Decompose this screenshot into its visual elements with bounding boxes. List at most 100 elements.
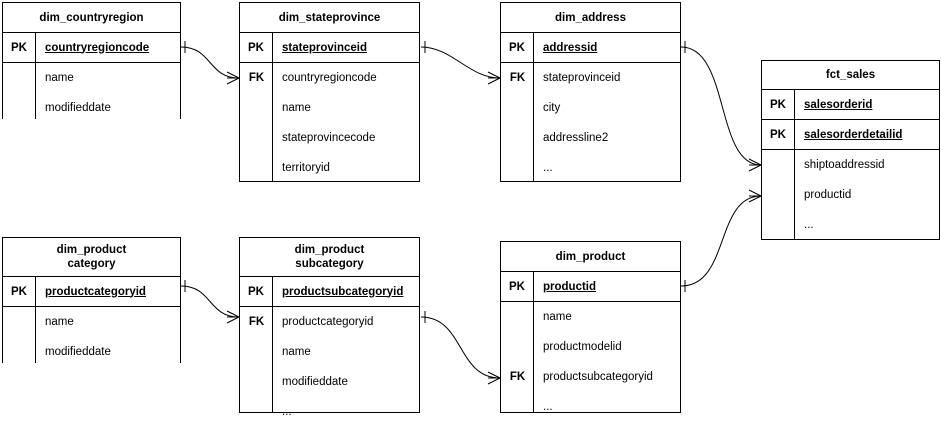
entity-title-line: dim_countryregion [39,11,144,24]
key-row-pk: PK salesorderdetailid [762,120,939,150]
key-tag-fk: FK [509,72,526,84]
entity-title-line: dim_product [294,244,365,256]
entity-dim-countryregion[interactable]: dim_countryregion PK countryregioncode n… [2,2,181,119]
entity-dim-stateprovince[interactable]: dim_stateprovince PK stateprovinceid FK … [239,2,420,182]
key-name-stateprovinceid: stateprovinceid [273,33,419,62]
pk-field-label: salesorderid [804,98,873,111]
attribute-item: ... [543,162,553,174]
attribute-list: shiptoaddressid productid ... [795,150,939,239]
attribute-key-column [3,307,36,363]
key-name-salesorderid: salesorderid [795,90,939,119]
key-tag-pk: PK [762,120,795,149]
key-row-pk: PK salesorderid [762,90,939,120]
crowsfoot-subcategory [226,310,240,324]
attribute-item: ... [282,406,292,418]
attribute-item: productcategoryid [282,316,374,328]
pk-field-label: stateprovinceid [282,41,367,54]
entity-title-dim-address: dim_address [501,3,680,33]
attribute-block: name modifieddate [3,307,180,363]
entity-title-line: dim_product [56,244,127,256]
key-row-pk: PK countryregioncode [3,33,180,63]
attribute-item: ... [543,401,553,413]
entity-title-line: dim_address [555,11,626,24]
attribute-item: addressline2 [543,132,609,144]
pk-field-label: productcategoryid [45,285,146,298]
key-tag-pk: PK [3,33,36,62]
attribute-item: modifieddate [45,346,111,358]
entity-fct-sales[interactable]: fct_sales PK salesorderid PK salesorderd… [761,60,940,240]
attribute-list: countryregioncode name stateprovincecode… [273,63,419,181]
key-row-pk: PK addressid [501,33,680,63]
attribute-key-column: FK [501,63,534,181]
key-row-pk: PK productsubcategoryid [240,277,419,307]
attribute-block: FK name productmodelid productsubcategor… [501,302,680,413]
attribute-key-column: FK [240,307,273,412]
key-tag-pk: PK [501,272,534,301]
attribute-item: territoryid [282,162,330,174]
key-tag-pk: PK [762,90,795,119]
entity-title-dim-product: dim_product [501,242,680,272]
attribute-item: name [282,346,311,358]
attribute-key-column: FK [240,63,273,181]
crowsfoot-product-subcategoryid [487,371,501,385]
pk-field-label: countryregioncode [45,41,150,54]
attribute-item: name [543,311,572,323]
attribute-list: name modifieddate [36,307,180,363]
entity-dim-productsubcategory[interactable]: dim_product subcategory PK productsubcat… [239,237,420,418]
key-tag-pk: PK [240,277,273,306]
entity-title-dim-productsubcategory: dim_product subcategory [240,238,419,277]
relationship-line-address-salesorder [680,46,762,166]
attribute-block: shiptoaddressid productid ... [762,150,939,239]
crowsfoot-fctsales-productid [748,189,762,203]
pk-field-label: productsubcategoryid [282,285,404,298]
attribute-list: stateprovinceid city addressline2 ... [534,63,680,181]
key-row-pk: PK productcategoryid [3,277,180,307]
relationship-line-subcategory-product [420,316,501,379]
pk-field-label: salesorderdetailid [804,128,903,141]
key-name-productid: productid [534,272,680,301]
key-name-countryregioncode: countryregioncode [36,33,180,62]
attribute-list: name modifieddate [36,63,180,119]
attribute-item: productid [804,189,852,201]
entity-dim-address[interactable]: dim_address PK addressid FK stateprovinc… [500,2,681,182]
attribute-item: stateprovincecode [282,132,376,144]
pk-field-label: addressid [543,41,598,54]
key-name-productsubcategoryid: productsubcategoryid [273,277,419,306]
attribute-block: FK countryregioncode name stateprovincec… [240,63,419,181]
attribute-list: name productmodelid productsubcategoryid… [534,302,680,413]
attribute-key-column [3,63,36,119]
attribute-list: productcategoryid name modifieddate ... [273,307,419,418]
entity-title-line: subcategory [295,258,364,270]
entity-title-dim-countryregion: dim_countryregion [3,3,180,33]
key-tag-fk: FK [248,316,265,328]
relationship-line-product-salesorder [680,195,762,287]
crowsfoot-fctsales-shiptoaddress [748,158,762,172]
relationship-line-countryregion-stateprovince [180,46,240,79]
attribute-block: name modifieddate [3,63,180,119]
entity-title-line: dim_product [555,250,626,263]
entity-title-dim-productcategory: dim_product category [3,238,180,277]
attribute-block: FK stateprovinceid city addressline2 ... [501,63,680,181]
crowsfoot-stateprovince [226,71,240,85]
entity-dim-productcategory[interactable]: dim_product category PK productcategoryi… [2,237,181,363]
key-tag-pk: PK [3,277,36,306]
attribute-item: city [543,102,561,114]
key-name-salesorderdetailid: salesorderdetailid [795,120,939,149]
attribute-item: name [282,102,311,114]
entity-title-line: dim_stateprovince [278,11,381,24]
key-name-productcategoryid: productcategoryid [36,277,180,306]
key-tag-pk: PK [501,33,534,62]
entity-dim-product[interactable]: dim_product PK productid FK name product… [500,241,681,413]
key-row-pk: PK productid [501,272,680,302]
key-tag-fk: FK [509,371,526,383]
key-row-pk: PK stateprovinceid [240,33,419,63]
attribute-item: ... [804,219,814,231]
key-name-addressid: addressid [534,33,680,62]
entity-title-line: fct_sales [825,69,876,81]
pk-field-label: productid [543,280,597,293]
attribute-item: productsubcategoryid [543,371,653,383]
attribute-key-column [762,150,795,239]
attribute-item: stateprovinceid [543,72,621,84]
attribute-item: modifieddate [282,376,348,388]
entity-title-fct-sales: fct_sales [762,61,939,90]
